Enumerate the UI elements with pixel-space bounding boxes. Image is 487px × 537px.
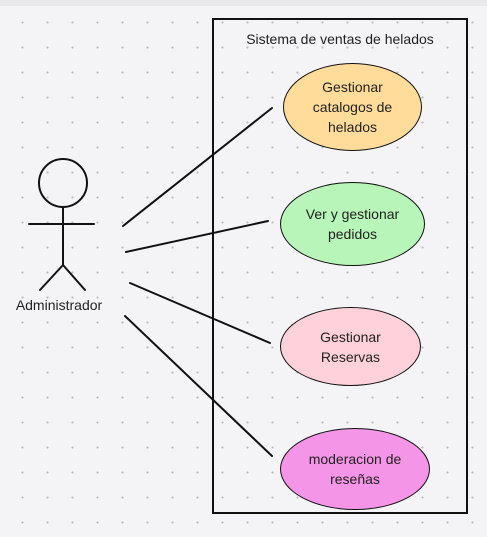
use-case-label: Gestionar catalogos de helados	[312, 79, 393, 135]
use-case-gestionar-catalogos[interactable]: Gestionar catalogos de helados	[283, 63, 422, 151]
actor-label: Administrador	[15, 297, 103, 313]
use-case-ver-gestionar-pedidos[interactable]: Ver y gestionar pedidos	[280, 182, 425, 266]
association-line-1[interactable]	[122, 107, 273, 227]
association-line-3[interactable]	[129, 282, 271, 344]
use-case-moderacion-resenas[interactable]: moderacion de reseñas	[280, 428, 430, 510]
actor-right-leg	[62, 264, 86, 291]
association-line-2[interactable]	[125, 220, 269, 253]
system-boundary[interactable]	[212, 18, 468, 514]
actor-figure[interactable]	[28, 158, 95, 291]
use-case-label: Ver y gestionar pedidos	[305, 206, 400, 242]
use-case-gestionar-reservas[interactable]: Gestionar Reservas	[280, 307, 421, 386]
system-title: Sistema de ventas de helados	[246, 31, 434, 47]
association-line-4[interactable]	[124, 315, 273, 457]
actor-head	[38, 158, 88, 208]
use-case-label: moderacion de reseñas	[308, 451, 402, 487]
use-case-label: Gestionar Reservas	[320, 328, 381, 365]
actor-left-leg	[39, 264, 64, 291]
canvas-top-bar	[0, 0, 487, 6]
